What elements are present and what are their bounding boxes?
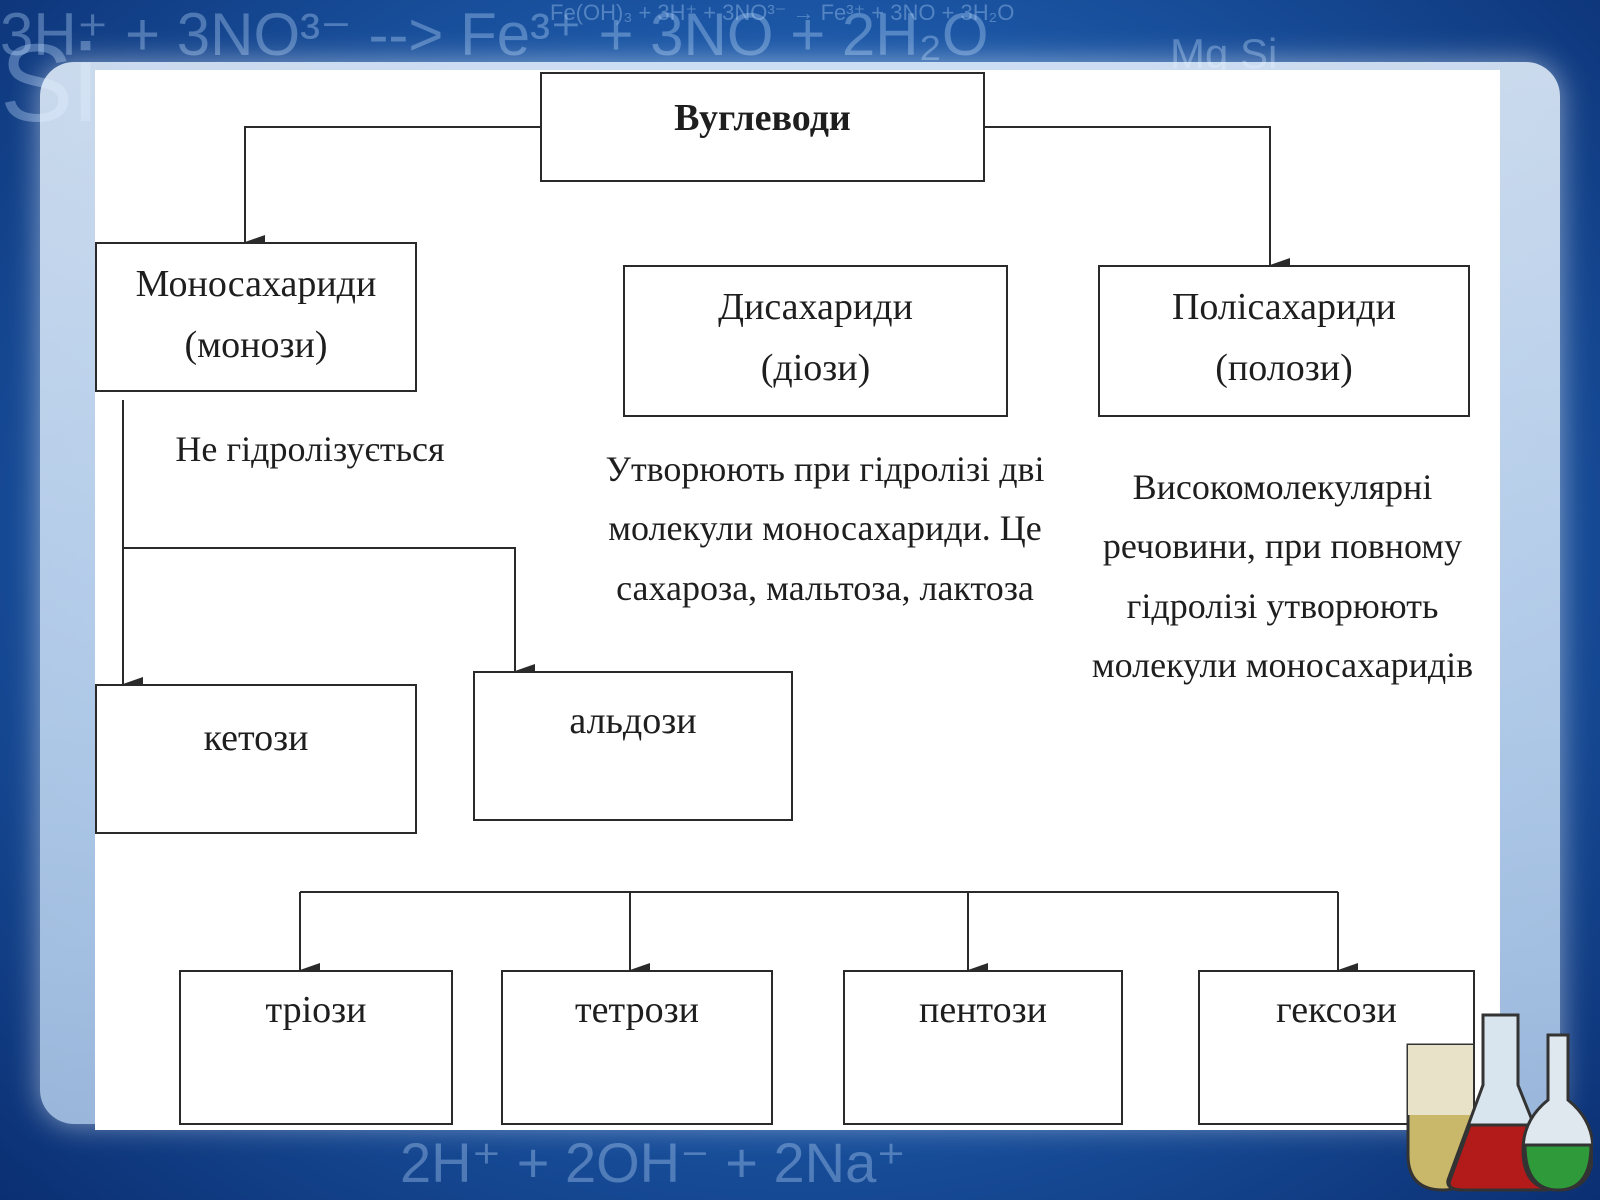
note-polysaccharides-line: гідролізі утворюють	[1126, 585, 1439, 626]
background-formula-top: 3H⁺ + 3NO³⁻ --> Fe³⁺ + 3NO + 2H₂O	[0, 1, 989, 68]
node-ketoses-label: кетози	[203, 717, 309, 759]
note-polysaccharides: Високомолекулярні речовини, при повному …	[1070, 458, 1495, 696]
node-monosaccharides-subtitle: (монози)	[184, 323, 328, 366]
note-polysaccharides-line: Високомолекулярні	[1132, 467, 1433, 507]
node-aldoses: альдози	[473, 671, 793, 821]
node-aldoses-label: альдози	[569, 700, 697, 742]
note-disaccharides-line: сахароза, мальтоза, лактоза	[616, 567, 1034, 608]
node-hexoses-label: гексози	[1276, 989, 1397, 1031]
background-formula-bottom: 2H⁺ + 2OH⁻ + 2Na⁺	[400, 1131, 906, 1194]
node-pentoses-label: пентози	[919, 989, 1047, 1031]
node-tetroses-label: тетрози	[575, 989, 699, 1031]
node-monosaccharides-title: Моносахариди	[135, 263, 377, 305]
node-carbohydrates-label: Вуглеводи	[674, 97, 851, 139]
note-polysaccharides-line: молекули моносахаридів	[1091, 645, 1474, 686]
node-trioses-label: тріози	[265, 989, 367, 1031]
node-polysaccharides: Полісахариди (полози)	[1098, 265, 1470, 417]
node-carbohydrates: Вуглеводи	[540, 72, 985, 182]
lab-flasks-icon	[1406, 1013, 1593, 1192]
connector-root-mono	[244, 126, 540, 249]
node-disaccharides: Дисахариди (діози)	[623, 265, 1008, 417]
note-polysaccharides-line: речовини, при повному	[1102, 526, 1463, 567]
node-polysaccharides-title: Полісахариди	[1171, 286, 1397, 328]
note-disaccharides-line: молекули моносахариди. Це	[608, 508, 1042, 549]
node-disaccharides-title: Дисахариди	[718, 286, 913, 328]
node-disaccharides-subtitle: (діози)	[760, 346, 871, 389]
note-disaccharides-line: Утворюють при гідролізі дві	[605, 449, 1045, 489]
node-trioses: тріози	[179, 970, 453, 1125]
connector-mono-aldoses	[123, 547, 535, 678]
connector-lines	[122, 126, 1358, 977]
node-pentoses: пентози	[843, 970, 1123, 1125]
node-monosaccharides: Моносахариди (монози)	[95, 242, 417, 392]
background-formula-small: Fe(OH)₃ + 3H⁺ + 3NO³⁻ → Fe³⁺ + 3NO + 3H₂…	[550, 0, 1015, 25]
diagram-sheet: Вуглеводи Моносахариди (монози) Не гідро…	[95, 70, 1500, 1130]
connector-root-poly	[985, 126, 1290, 272]
note-monosaccharides: Не гідролізується	[175, 429, 445, 469]
note-disaccharides: Утворюють при гідролізі дві молекули мон…	[585, 440, 1065, 618]
node-tetroses: тетрози	[501, 970, 773, 1125]
node-polysaccharides-subtitle: (полози)	[1215, 346, 1353, 389]
node-ketoses: кетози	[95, 684, 417, 834]
